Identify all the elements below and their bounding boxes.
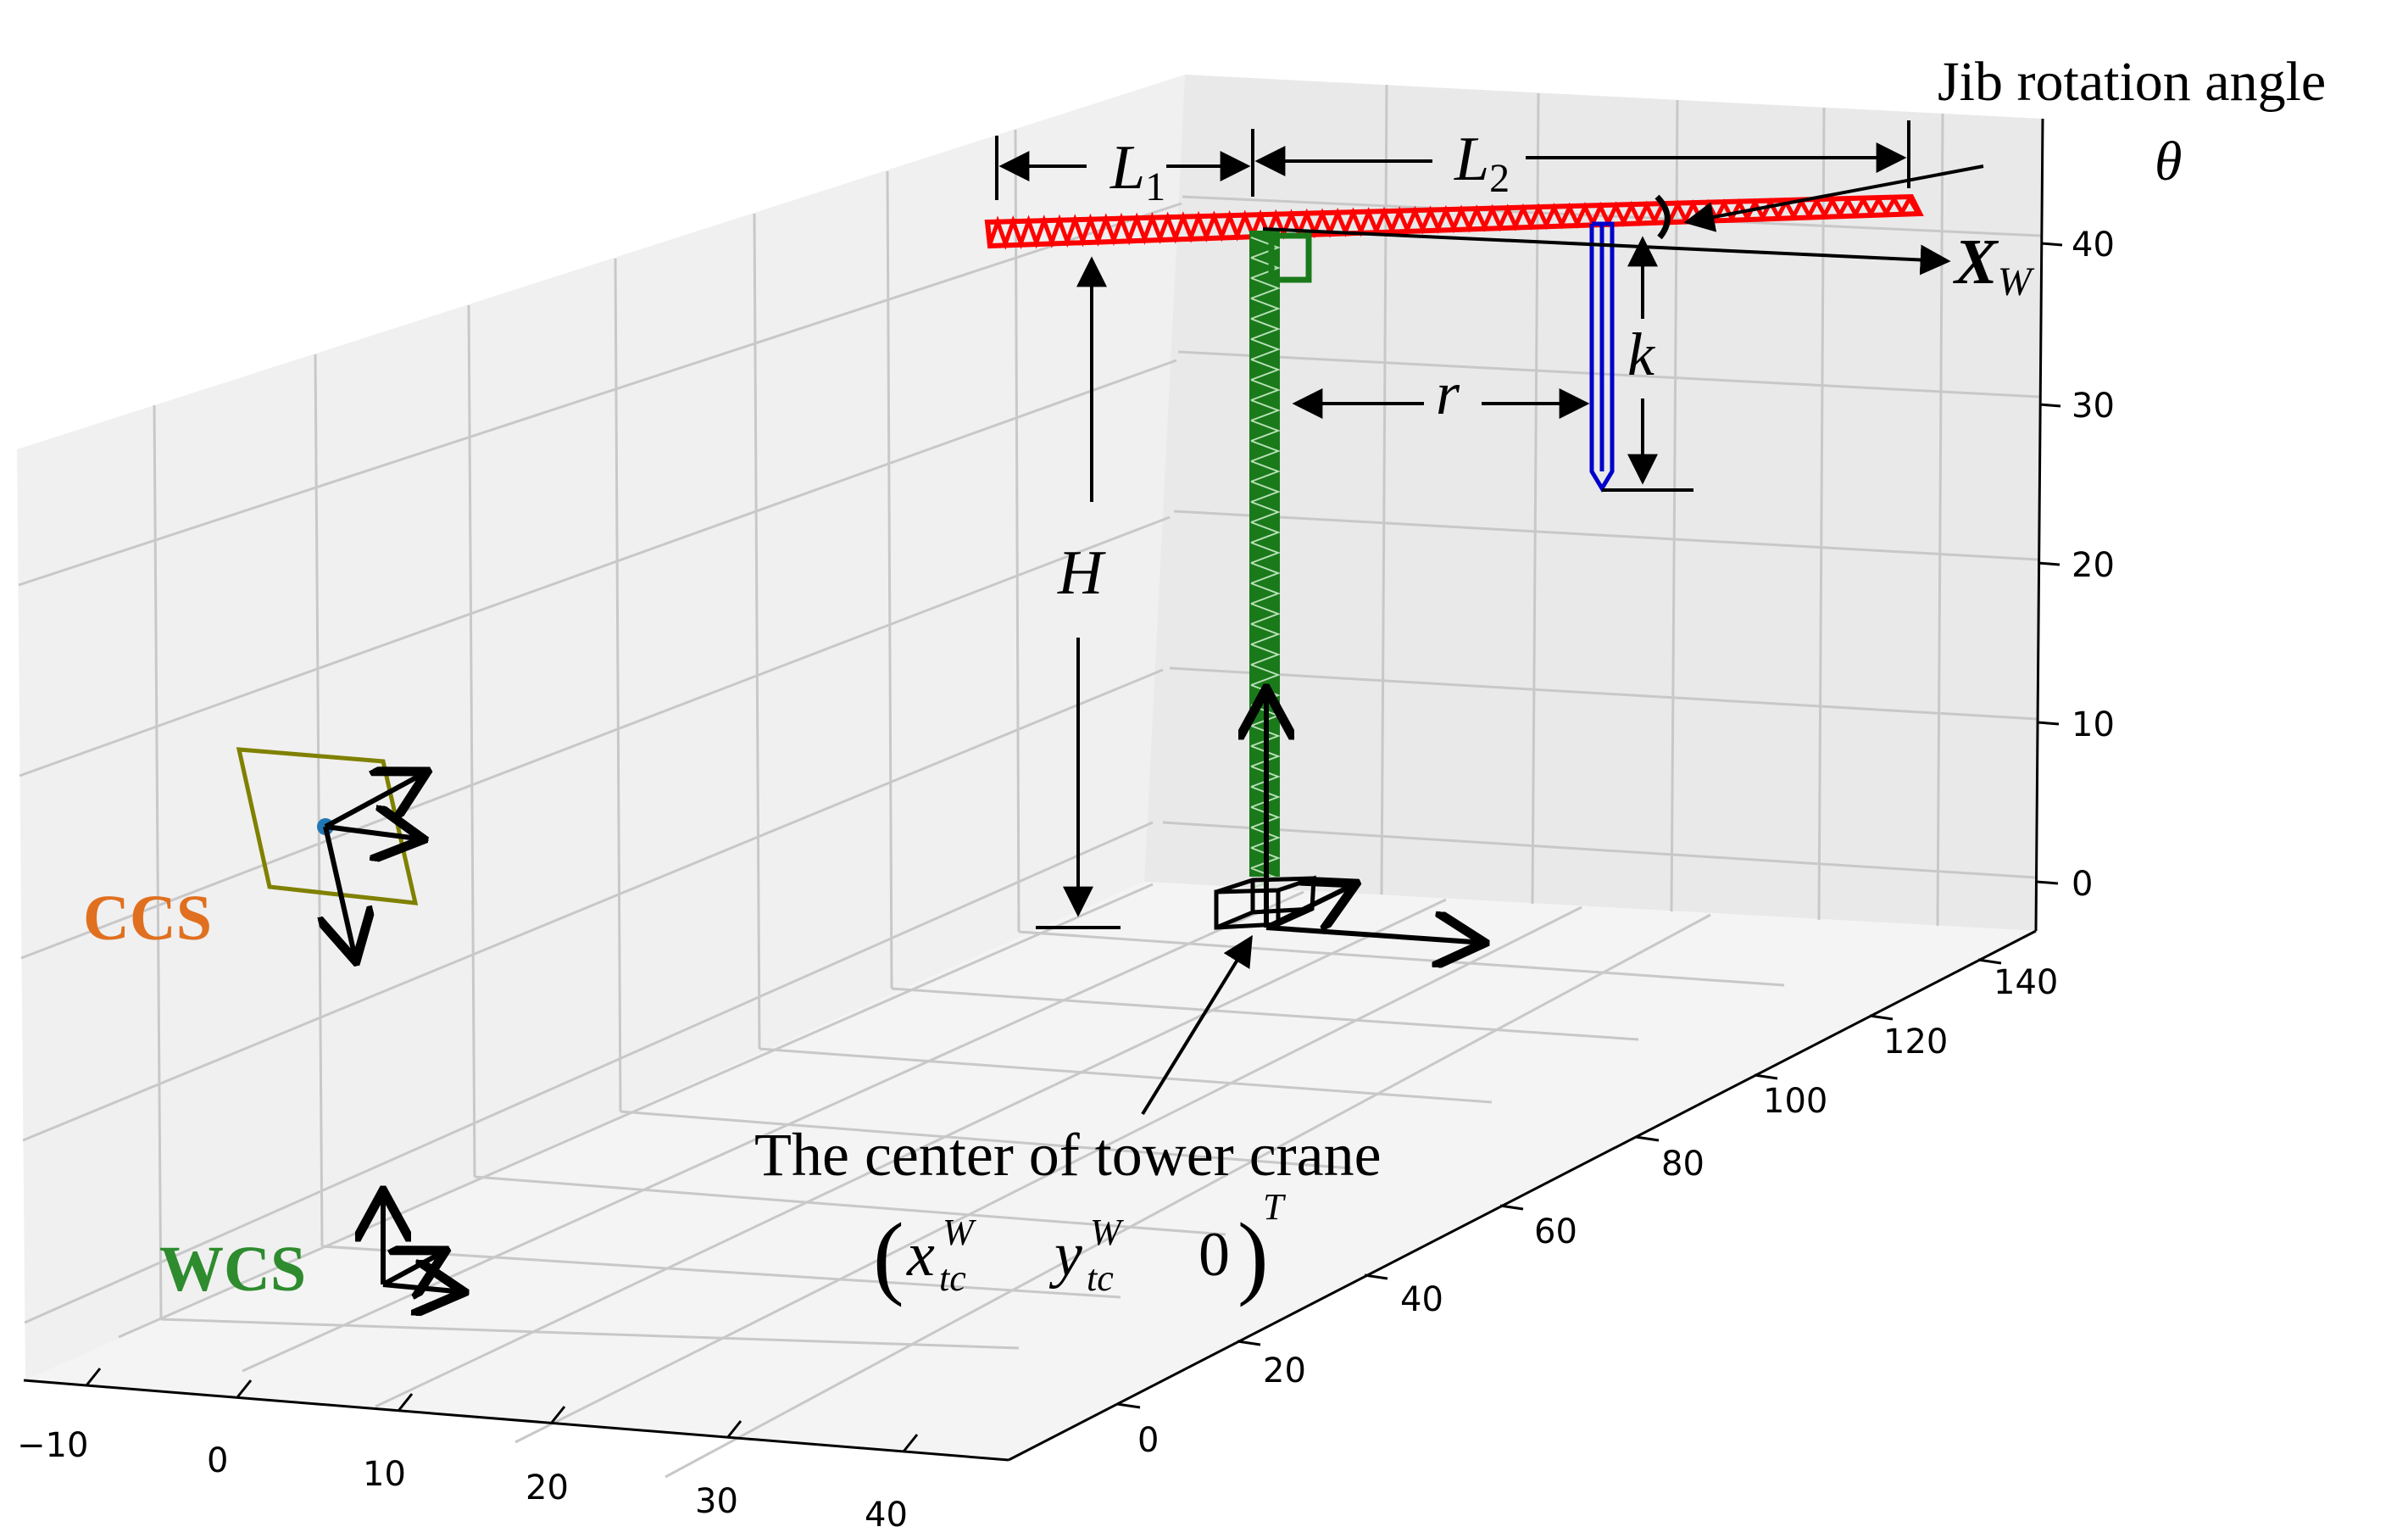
center-title: The center of tower crane [754,1121,1382,1189]
close-paren: ) [1237,1204,1269,1307]
r-label: r [1436,359,1460,427]
back-pane [1144,75,2043,931]
y-tick-label: 60 [1534,1212,1577,1251]
y-tick-label: 40 [1400,1280,1443,1319]
theta-label: θ [2155,131,2182,192]
z-tick-labels: 0 10 20 30 40 [2072,226,2115,904]
grid [18,84,2042,1479]
z-tick-label: 40 [2072,226,2115,265]
crane-world-axes [1266,688,1485,943]
transpose-sup: T [1263,1186,1287,1228]
L2-label: L2 [1454,125,1510,201]
x-tick-label: 10 [363,1455,406,1494]
x-coord: x [906,1220,935,1290]
y-coord-sup: W [1090,1212,1124,1253]
left-pane [17,75,1185,1380]
x-tick-label: 40 [865,1496,908,1535]
z-axis-line [2034,118,2044,932]
y-tick-label: 100 [1763,1082,1827,1121]
y-axis-line [1008,929,2037,1462]
x-coord-sub: tc [939,1257,966,1299]
camera-frame [236,747,427,961]
x-tick-label: −10 [17,1426,88,1465]
x-tick-labels: −10 0 10 20 30 40 [17,1426,908,1535]
z-coord: 0 [1198,1220,1230,1290]
y-tick-label: 120 [1883,1023,1948,1062]
y-tick-label: 140 [1994,963,2058,1002]
wcs-axes [383,1190,464,1292]
tick-marks [85,242,2063,1452]
y-tick-label: 80 [1661,1145,1705,1184]
jib-angle-title: Jib rotation angle [1938,51,2326,113]
z-tick-label: 10 [2072,705,2115,744]
x-tick-label: 0 [207,1441,228,1480]
y-tick-labels: 0 20 40 60 80 100 120 140 [1137,963,2058,1460]
x-tick-label: 30 [695,1482,738,1521]
y-coord-sub: tc [1087,1257,1114,1299]
crane-hook [1589,221,1615,493]
x-tick-label: 20 [526,1468,569,1507]
xw-label: XW [1953,226,2035,304]
y-coord: y [1048,1220,1082,1290]
dimension-lines [995,120,1984,1116]
crane-cab [1268,232,1312,283]
k-label: k [1627,320,1656,388]
z-tick-label: 30 [2072,387,2115,426]
z-tick-label: 0 [2072,865,2093,904]
wcs-label: WCS [159,1234,306,1305]
ccs-label: CCS [83,883,212,954]
L1-label: L1 [1109,133,1165,209]
axis-lines [23,118,2044,1462]
x-axis-line [23,1379,1009,1462]
floor-pane [25,882,2036,1458]
x-coord-sup: W [943,1212,976,1253]
open-paren: ( [873,1204,904,1307]
y-tick-label: 0 [1137,1421,1159,1460]
z-tick-label: 20 [2072,546,2115,585]
annotations: Jib rotation angle θ L1 L2 XW k r H CCS … [83,51,2326,1307]
axes-panes [17,75,2043,1458]
y-tick-label: 20 [1263,1351,1306,1390]
crane-jib [984,193,1924,250]
H-label: H [1057,538,1106,608]
